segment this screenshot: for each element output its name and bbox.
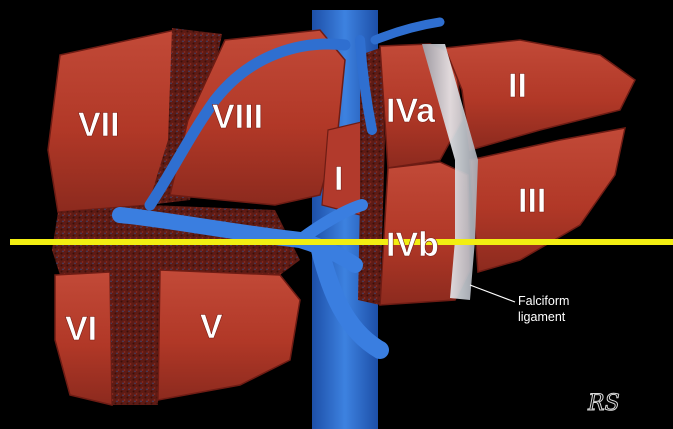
- label-segment-ii: II: [508, 67, 527, 105]
- label-segment-i: I: [334, 160, 343, 198]
- label-segment-ivb: IVb: [386, 226, 439, 264]
- label-segment-iii: III: [518, 182, 546, 220]
- label-segment-iva: IVa: [386, 92, 436, 130]
- label-segment-viii: VIII: [212, 98, 263, 136]
- artist-signature: RS: [587, 391, 620, 416]
- label-segment-v: V: [200, 308, 223, 346]
- label-segment-vii: VII: [78, 106, 120, 144]
- segment-v: [158, 270, 300, 400]
- label-segment-vi: VI: [65, 310, 97, 348]
- segment-iii: [470, 128, 625, 272]
- falciform-label-line2: ligament: [518, 310, 566, 324]
- cut-surface-vi-v-vertical: [110, 270, 160, 405]
- scan-plane-line: [10, 239, 673, 245]
- falciform-pointer: [470, 285, 515, 302]
- left-hepatic-vein: [375, 22, 440, 40]
- falciform-label-line1: Falciform: [518, 294, 569, 308]
